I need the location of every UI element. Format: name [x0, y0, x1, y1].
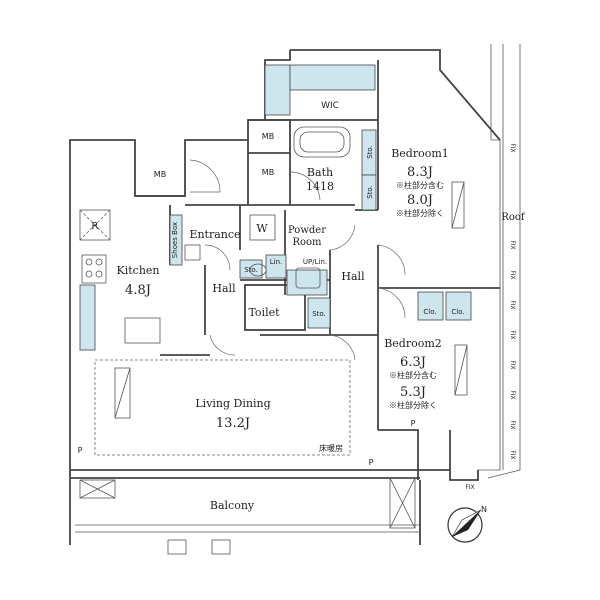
lin-label: Lin.: [270, 258, 283, 266]
floor-heating-area: [94, 359, 351, 456]
fix-label-3: FIX: [509, 270, 516, 279]
clo-label-1: Clo.: [423, 308, 436, 316]
fix-label-7: FIX: [509, 390, 516, 399]
mb-label-2: MB: [262, 168, 274, 177]
fix-label-8: FIX: [509, 420, 516, 429]
sto-label-toilet: Sto.: [312, 310, 326, 318]
bedroom2-area-incl: 6.3J: [400, 355, 426, 370]
living-area-label: 13.2J: [216, 416, 250, 431]
kitchen-area-label: 4.8J: [125, 283, 151, 298]
hall-label-right: Hall: [341, 270, 365, 283]
pipe-space-label-2: P: [369, 458, 374, 467]
doors: [189, 159, 406, 361]
bedroom2-note-excl: ※柱部分除く: [389, 400, 437, 410]
mb-label-1: MB: [262, 132, 274, 141]
sto-label-bath-1: Sto.: [366, 145, 374, 159]
fix-label-9: FIX: [509, 450, 516, 459]
wic-label: WIC: [321, 101, 339, 111]
sto-label-hall: Sto.: [244, 266, 258, 274]
bedroom1-label: Bedroom1: [391, 147, 449, 160]
living-dining-label: Living Dining: [195, 397, 270, 410]
balcony-label: Balcony: [210, 499, 255, 512]
north-label: N: [481, 505, 487, 514]
mb-label-3: MB: [154, 170, 166, 179]
bath-label: Bath: [307, 166, 333, 179]
roof-label: Roof: [501, 212, 526, 223]
shoes-box-label: Shoes Box: [171, 222, 179, 258]
fix-label-6: FIX: [509, 360, 516, 369]
powder-room-label-2: Room: [292, 237, 322, 248]
kitchen-label: Kitchen: [117, 264, 160, 277]
bedroom1-note-excl: ※柱部分除く: [396, 208, 444, 218]
bath-size-label: 1418: [306, 180, 334, 193]
up-lin-label: UP/Lin.: [303, 258, 327, 266]
storage-fills: [79, 64, 472, 351]
washer-label: W: [256, 222, 268, 235]
fix-label-1: FIX: [509, 143, 516, 152]
fix-label-4: FIX: [509, 300, 516, 309]
bedroom2-label: Bedroom2: [384, 337, 442, 350]
exterior-right-structure: [477, 44, 521, 479]
entrance-label: Entrance: [189, 228, 240, 241]
pipe-space-label-1: P: [78, 446, 83, 455]
bedroom2-note-incl: ※柱部分含む: [389, 370, 437, 380]
sto-label-bath-2: Sto.: [366, 185, 374, 199]
clo-label-2: Clo.: [451, 308, 464, 316]
bedroom1-area-excl: 8.0J: [407, 193, 433, 208]
powder-room-label-1: Powder: [288, 225, 326, 236]
fix-label-2: FIX: [509, 240, 516, 249]
fix-label-bottom: FIX: [465, 484, 474, 491]
balcony-structure: [70, 477, 420, 555]
fix-label-5: FIX: [509, 330, 516, 339]
bedroom1-note-incl: ※柱部分含む: [396, 180, 444, 190]
toilet-label: Toilet: [248, 306, 280, 319]
pipe-space-label-3: P: [411, 419, 416, 428]
bedroom2-area-excl: 5.3J: [400, 385, 426, 400]
bedroom1-area-incl: 8.3J: [407, 165, 433, 180]
floor-heating-label: 床暖房: [319, 443, 343, 453]
refrigerator-label: R: [92, 221, 99, 232]
hall-label-left: Hall: [212, 282, 236, 295]
compass-icon: [447, 507, 483, 543]
fixtures: [79, 126, 468, 419]
